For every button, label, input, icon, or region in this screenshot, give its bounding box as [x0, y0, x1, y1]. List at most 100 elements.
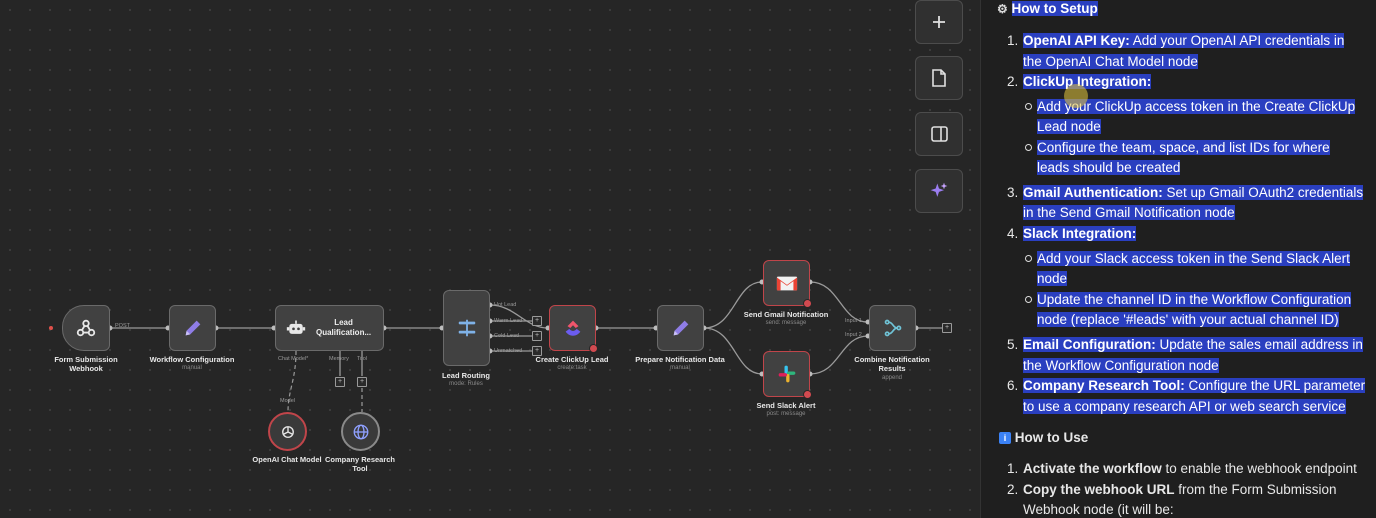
- create-clickup-lead-label: Create ClickUp Lead: [535, 355, 609, 364]
- sticky-note-icon: [932, 69, 946, 87]
- workflow-canvas[interactable]: [0, 0, 980, 518]
- send-slack-alert-sub: post: message: [766, 411, 806, 417]
- cursor-highlight: [1064, 84, 1088, 108]
- send-gmail-notification-node[interactable]: [763, 260, 812, 308]
- setup-item-3-cont: in the Send Gmail Notification node: [1023, 205, 1235, 220]
- setup-item-4-bullet-1: Add your Slack access token in the Send …: [1037, 251, 1350, 266]
- add-sticky-note-button[interactable]: [915, 56, 963, 100]
- pencil-icon: [673, 320, 688, 336]
- switch-icon: [458, 319, 475, 337]
- setup-4-num: 4.: [1007, 226, 1019, 241]
- gmail-error-badge: [803, 299, 812, 308]
- combine-notification-results-node[interactable]: [869, 305, 916, 351]
- setup-item-4-bullet-2: Update the channel ID in the Workflow Co…: [1037, 292, 1352, 307]
- send-slack-alert-label: Send Slack Alert: [756, 401, 816, 410]
- create-clickup-lead-sub: create:task: [557, 365, 587, 371]
- gear-icon: ⚙: [997, 2, 1008, 16]
- setup-item-2-bullet-1-cont: Lead node: [1037, 119, 1101, 134]
- setup-6-num: 6.: [1007, 378, 1019, 393]
- robot-icon: [286, 320, 306, 334]
- setup-item-6-cont: to use a company research API or web sea…: [1023, 399, 1346, 414]
- toggle-panel-button[interactable]: [915, 112, 963, 156]
- bullet: [1025, 144, 1032, 151]
- add-warm-branch-button[interactable]: +: [532, 316, 542, 326]
- slack-error-badge: [803, 390, 812, 399]
- setup-item-4-bullet-2-cont: node (replace '#leads' with your actual …: [1037, 312, 1339, 327]
- company-research-tool-node[interactable]: [341, 412, 380, 451]
- use-heading: i How to Use: [999, 428, 1088, 449]
- create-clickup-lead-node[interactable]: [549, 305, 598, 353]
- route-unmatched: Unmatched: [494, 348, 523, 354]
- add-node-button[interactable]: [915, 0, 963, 44]
- prepare-notification-data-label: Prepare Notification Data: [635, 355, 725, 364]
- setup-item-6: Company Research Tool: Configure the URL…: [1023, 378, 1366, 393]
- lead-routing-label: Lead Routing: [442, 371, 490, 380]
- setup-item-3: Gmail Authentication: Set up Gmail OAuth…: [1023, 185, 1364, 200]
- sticky-note-panel[interactable]: ⚙ How to Setup 1. OpenAI API Key: Add yo…: [980, 0, 1376, 518]
- ai-sparkle-icon: [930, 182, 948, 197]
- use-2-num: 2.: [1007, 482, 1019, 497]
- setup-item-5-cont: the Workflow Configuration node: [1023, 358, 1219, 373]
- combine-notification-results-sub: append: [881, 375, 903, 381]
- globe-icon: [353, 424, 368, 439]
- setup-item-2-bullet-1: Add your ClickUp access token in the Cre…: [1037, 99, 1356, 114]
- pencil-icon: [185, 320, 200, 336]
- panel-toggle-icon: [930, 126, 948, 142]
- info-icon: i: [999, 432, 1011, 444]
- add-memory-button[interactable]: +: [335, 377, 345, 387]
- workflow-configuration-sub: manual: [182, 365, 202, 371]
- lead-routing-node[interactable]: [443, 290, 490, 366]
- bullet: [1025, 255, 1032, 262]
- merge-icon: [884, 319, 901, 337]
- setup-2-num: 2.: [1007, 74, 1019, 89]
- clickup-error-badge: [589, 344, 598, 353]
- prepare-notification-data-node[interactable]: [657, 305, 704, 351]
- setup-item-2-bullet-2: Configure the team, space, and list IDs …: [1037, 140, 1330, 155]
- route-hot-lead: Hot Lead: [494, 302, 517, 308]
- ai-assistant-button[interactable]: [915, 169, 963, 213]
- webhook-output-label: POST: [115, 323, 130, 329]
- send-gmail-notification-sub: send: message: [765, 320, 807, 326]
- openai-icon: [281, 425, 294, 438]
- agent-tool-port: Tool: [357, 356, 368, 362]
- form-submission-webhook-node[interactable]: [62, 305, 110, 351]
- bullet: [1025, 296, 1032, 303]
- add-unmatched-branch-button[interactable]: +: [532, 346, 542, 356]
- setup-item-4: Slack Integration:: [1023, 226, 1137, 241]
- use-item-2: Copy the webhook URL from the Form Submi…: [1023, 482, 1337, 497]
- setup-item-1: OpenAI API Key: Add your OpenAI API cred…: [1023, 33, 1345, 48]
- add-cold-branch-button[interactable]: +: [532, 331, 542, 341]
- add-tool-button[interactable]: +: [357, 377, 367, 387]
- setup-5-num: 5.: [1007, 337, 1019, 352]
- combine-input-2: Input 2: [845, 332, 862, 338]
- route-warm-lead: Warm Lead: [494, 318, 523, 324]
- workflow-configuration-node[interactable]: [169, 305, 216, 351]
- setup-1-num: 1.: [1007, 33, 1019, 48]
- webhook-icon: [76, 319, 96, 337]
- bullet: [1025, 103, 1032, 110]
- combine-input-1: Input 1: [845, 318, 862, 324]
- add-after-combine-button[interactable]: +: [942, 323, 952, 333]
- prepare-notification-data-sub: manual: [670, 365, 690, 371]
- send-gmail-notification-label: Send Gmail Notification: [743, 310, 829, 319]
- slack-icon: [778, 365, 795, 383]
- setup-item-4-bullet-1-cont: node: [1037, 271, 1068, 286]
- setup-3-num: 3.: [1007, 185, 1019, 200]
- clickup-icon: [565, 320, 580, 336]
- openai-chat-model-label: OpenAI Chat Model: [252, 455, 322, 464]
- agent-memory-port: Memory: [329, 356, 349, 362]
- lead-routing-sub: mode: Rules: [449, 381, 483, 387]
- use-item-1: Activate the workflow to enable the webh…: [1023, 461, 1357, 476]
- setup-item-2-bullet-2-cont: leads should be created: [1037, 160, 1181, 175]
- use-item-2-cont: Webhook node (it will be:: [1023, 502, 1174, 517]
- send-slack-alert-node[interactable]: [763, 351, 812, 399]
- route-cold-lead: Cold Lead: [494, 333, 520, 339]
- workflow-configuration-label: Workflow Configuration: [149, 355, 235, 364]
- openai-chat-model-node[interactable]: [268, 412, 307, 451]
- agent-chat-model-port: Chat Model*: [278, 356, 309, 362]
